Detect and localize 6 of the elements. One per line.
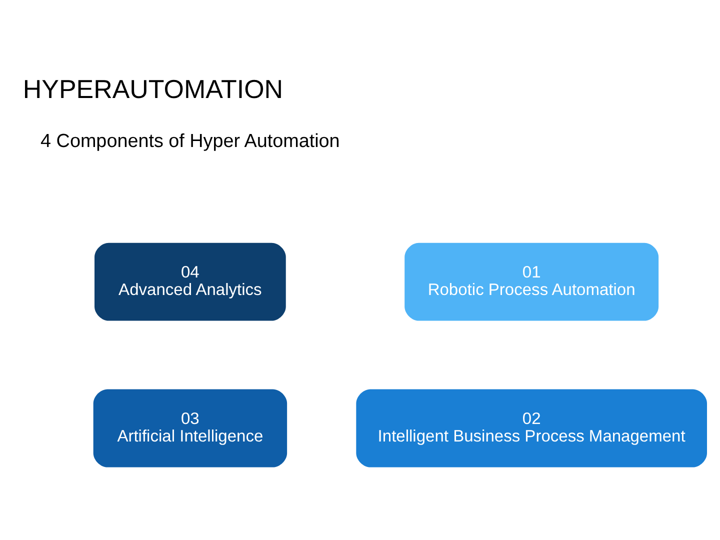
node-box: 04 Advanced Analytics (94, 242, 286, 321)
node-box: 01 Robotic Process Automation (404, 242, 659, 321)
node-box: 02 Intelligent Business Process Management (356, 389, 707, 468)
node-box: 03 Artificial Intelligence (93, 389, 288, 468)
diagram-title: HYPERAUTOMATION (22, 74, 284, 104)
label: 4 Components of Hyper Automation (40, 130, 340, 152)
